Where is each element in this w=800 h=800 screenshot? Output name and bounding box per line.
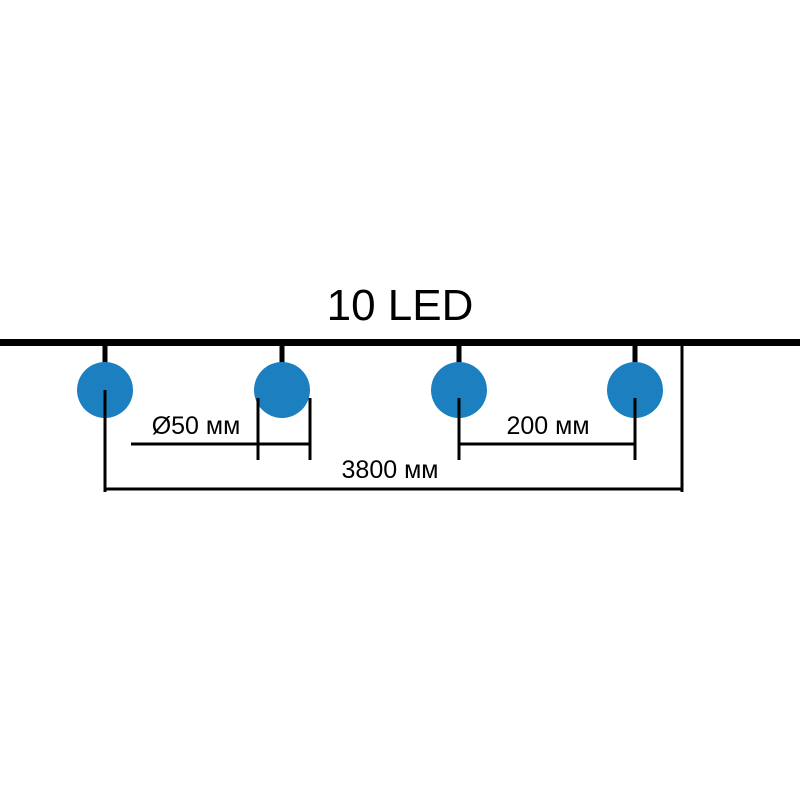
dimension-label-bulb-spacing: 200 мм bbox=[506, 412, 589, 440]
led-bulb-4 bbox=[607, 362, 663, 418]
led-bulb-3 bbox=[431, 362, 487, 418]
led-bulb-2 bbox=[254, 362, 310, 418]
dimension-label-total-length: 3800 мм bbox=[342, 456, 439, 484]
dimension-label-bulb-diameter: Ø50 мм bbox=[152, 412, 241, 440]
diagram-title: 10 LED bbox=[327, 281, 474, 330]
